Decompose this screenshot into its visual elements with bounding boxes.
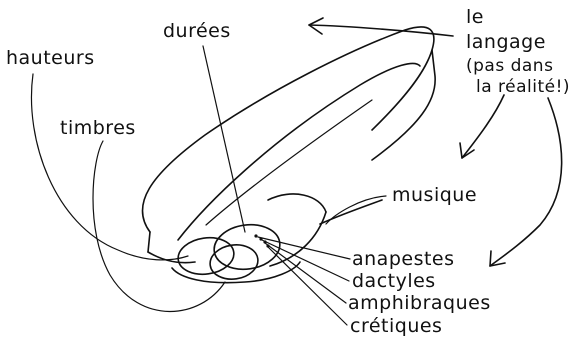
label-hauteurs: hauteurs [6,47,95,69]
feet-dots [254,234,269,247]
label-musique: musique [392,184,477,206]
label-langage-3: (pas dans [466,56,553,76]
label-anapestes: anapestes [352,248,455,270]
arrow-to-ring [460,95,504,158]
overlapping-ellipses [172,221,300,283]
label-cretiques: crétiques [350,315,442,337]
label-langage-2: langage [466,31,546,53]
label-timbres: timbres [60,117,136,139]
label-langage-1: le [466,6,484,28]
arrow-to-feet [490,98,562,266]
label-langage-4: la réalité!) [476,77,570,97]
arrow-to-durees [309,18,453,36]
outer-ring [142,27,435,263]
connector-lines [31,46,386,325]
label-durees: durées [163,20,231,42]
label-dactyles: dactyles [352,270,436,292]
label-amphibraques: amphibraques [348,292,491,314]
